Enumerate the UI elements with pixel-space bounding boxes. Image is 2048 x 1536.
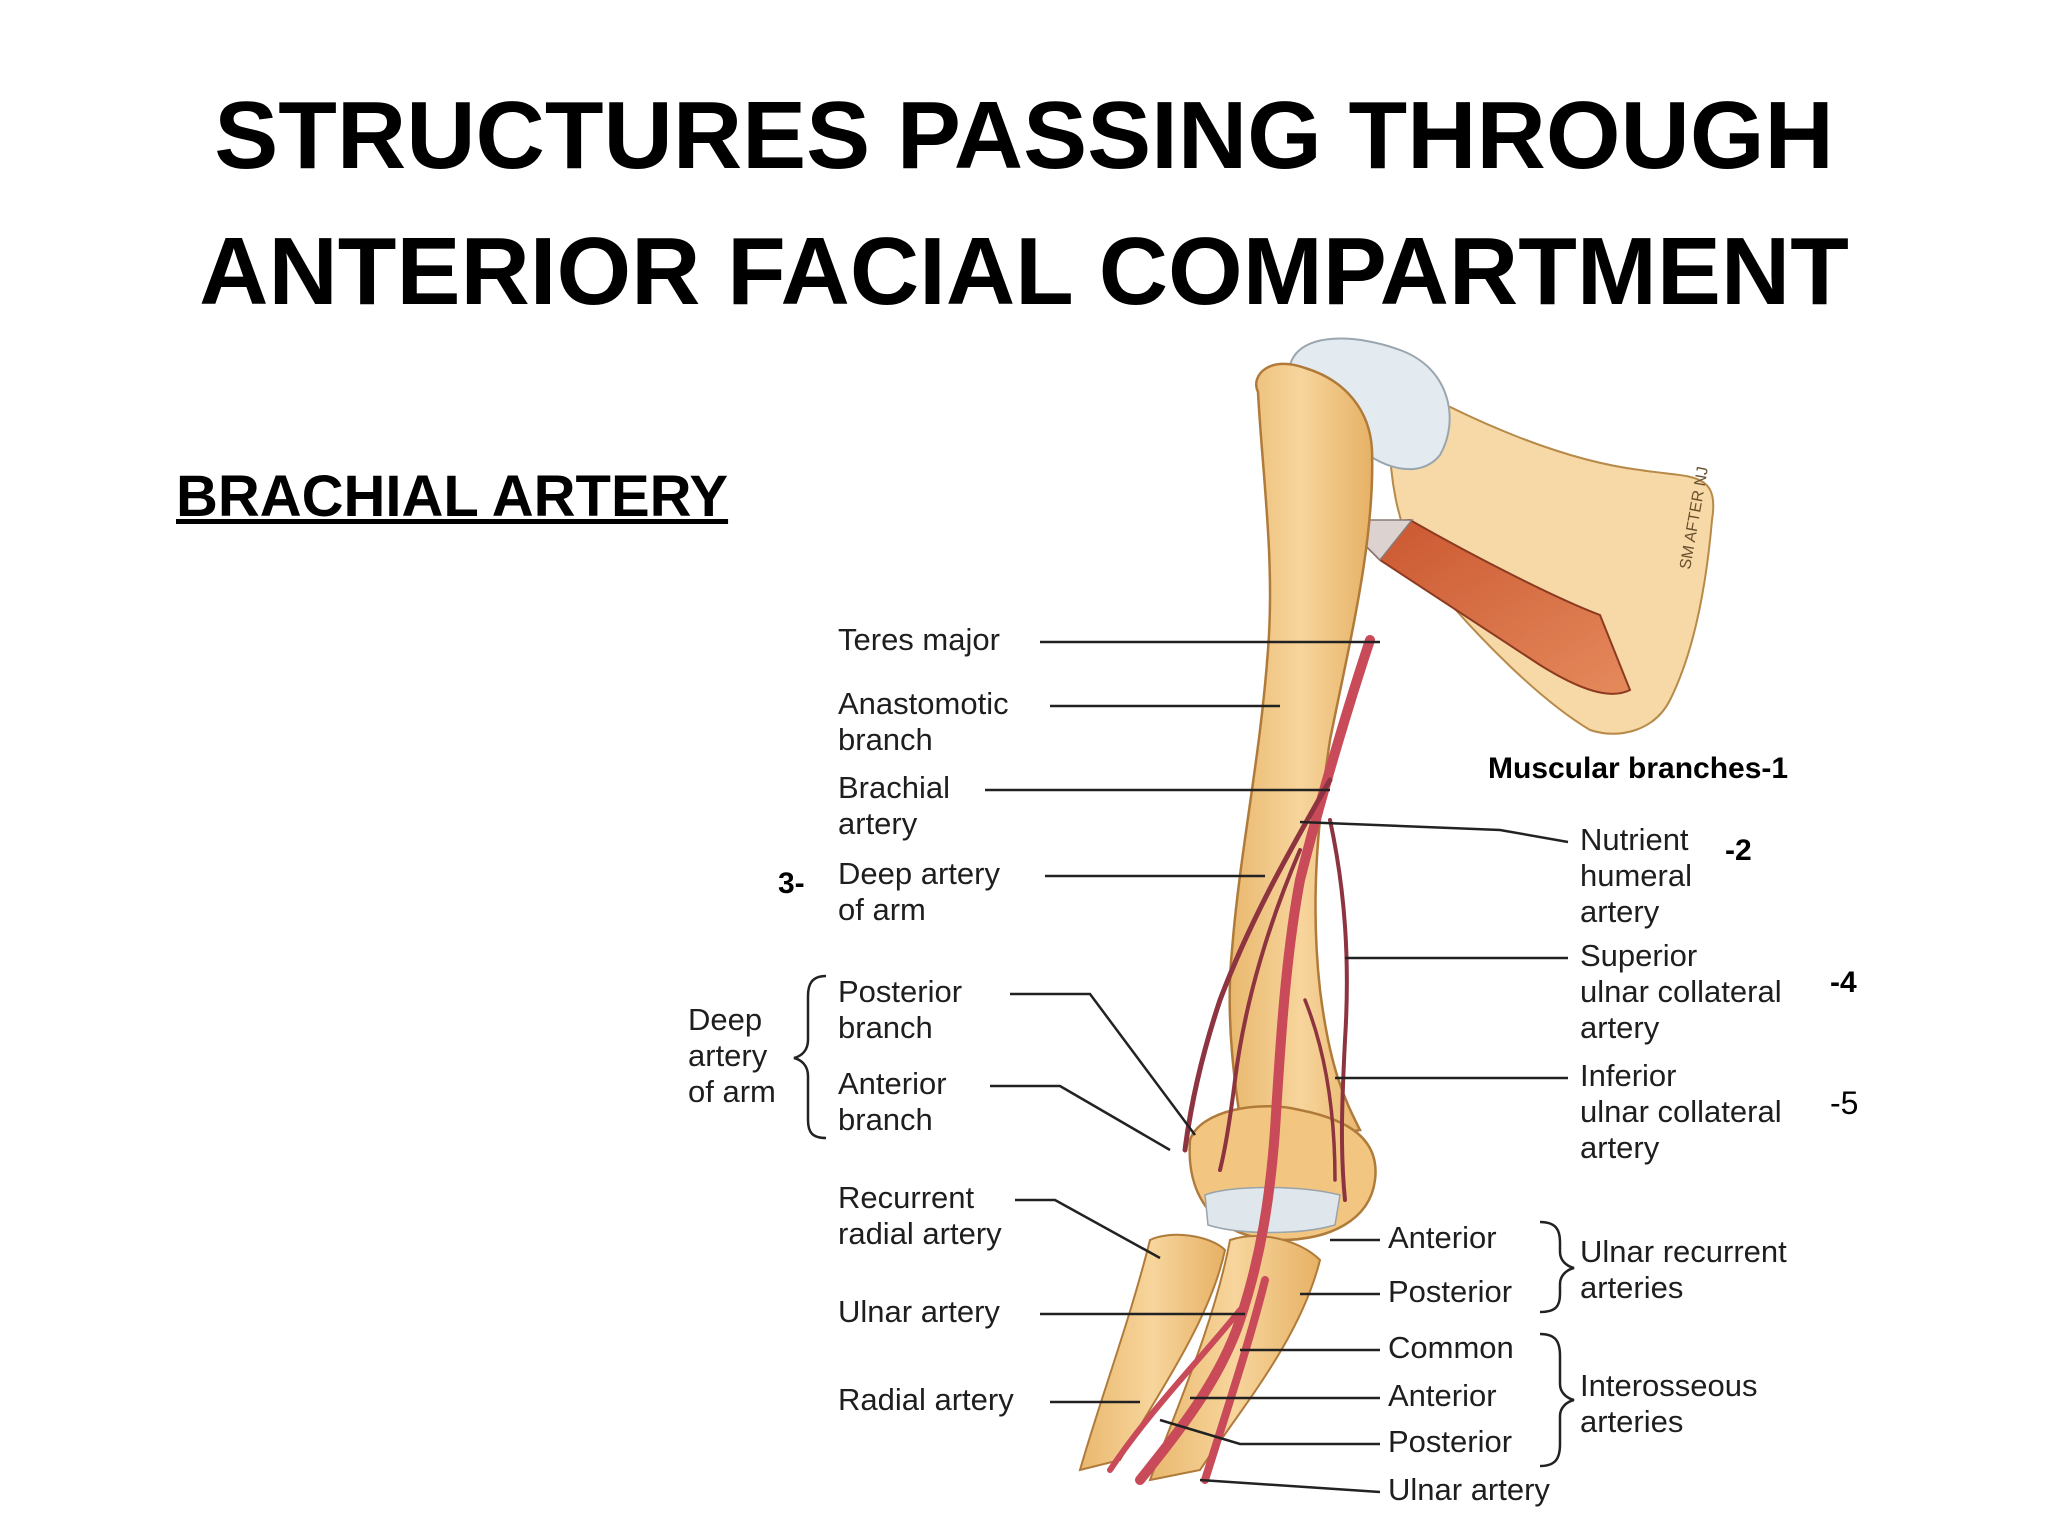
label-inferior-1: Inferior [1580, 1058, 1676, 1093]
label-anastomotic-2: branch [838, 722, 933, 757]
label-anterior-recurrent: Anterior [1388, 1220, 1497, 1255]
leader-recurrent-radial [1015, 1198, 1161, 1260]
label-teres-major: Teres major [838, 622, 1000, 657]
label-posterior-branch-2: branch [838, 1010, 933, 1045]
radial-artery-vessel [1107, 1307, 1243, 1473]
deep-artery-vessel [1182, 777, 1333, 1153]
brace-ulnar-recurrent [1539, 1220, 1575, 1314]
label-interosseous-1: Interosseous [1580, 1368, 1758, 1403]
teres-major-muscle [1342, 518, 1632, 695]
label-inferior-3: artery [1580, 1130, 1660, 1165]
label-anterior-interosseous: Anterior [1388, 1378, 1497, 1413]
label-deep-artery-1: Deep artery [838, 856, 1000, 891]
annotation-5: -5 [1830, 1085, 1858, 1121]
label-posterior-recurrent: Posterior [1388, 1274, 1512, 1309]
label-deep-group-2: artery [688, 1038, 768, 1073]
label-radial-artery: Radial artery [838, 1382, 1014, 1417]
label-ulnar-artery-left: Ulnar artery [838, 1294, 1000, 1329]
label-superior-1: Superior [1580, 938, 1697, 973]
leader-ulnar-artery-right [1199, 1478, 1381, 1494]
label-nutrient-3: artery [1580, 894, 1660, 929]
humerus [1228, 362, 1374, 1152]
label-deep-group-1: Deep [688, 1002, 762, 1037]
brace-deep-artery [793, 974, 827, 1140]
annotation-2: -2 [1725, 834, 1752, 867]
leader-nutrient [1299, 820, 1569, 844]
superior-ulnar-collateral-vessel [1328, 818, 1349, 1202]
label-superior-3: artery [1580, 1010, 1660, 1045]
label-brachial-2: artery [838, 806, 918, 841]
label-posterior-branch-1: Posterior [838, 974, 962, 1009]
label-ulnar-artery-right: Ulnar artery [1388, 1472, 1550, 1507]
label-nutrient-1: Nutrient [1580, 822, 1689, 857]
annotation-muscular-branches: Muscular branches-1 [1488, 752, 1788, 785]
leader-anterior-branch [990, 1084, 1171, 1152]
label-anterior-branch-1: Anterior [838, 1066, 947, 1101]
deep-artery-anterior-vessel [1218, 848, 1302, 1172]
subtitle-brachial-artery: BRACHIAL ARTERY [176, 464, 729, 529]
ulnar-artery-vessel [1201, 1276, 1269, 1484]
leader-posterior-branch [1010, 992, 1197, 1136]
label-common: Common [1388, 1330, 1514, 1365]
radius [1078, 1233, 1227, 1472]
label-recurrent-radial-1: Recurrent [838, 1180, 974, 1215]
label-deep-group-3: of arm [688, 1074, 776, 1109]
elbow-cartilage [1204, 1186, 1341, 1234]
inferior-ulnar-collateral-vessel [1303, 998, 1337, 1182]
brace-interosseous [1539, 1332, 1575, 1468]
label-posterior-interosseous: Posterior [1388, 1424, 1512, 1459]
label-anterior-branch-2: branch [838, 1102, 933, 1137]
label-brachial-1: Brachial [838, 770, 950, 805]
title-line-1: STRUCTURES PASSING THROUGH [214, 82, 1834, 189]
title-line-2: ANTERIOR FACIAL COMPARTMENT [199, 218, 1849, 325]
label-superior-2: ulnar collateral [1580, 974, 1782, 1009]
label-ulnar-recurrent-2: arteries [1580, 1270, 1683, 1305]
annotation-4: -4 [1830, 966, 1857, 999]
label-anastomotic-1: Anastomotic [838, 686, 1009, 721]
label-nutrient-2: humeral [1580, 858, 1692, 893]
annotation-3: 3- [778, 867, 805, 900]
label-ulnar-recurrent-1: Ulnar recurrent [1580, 1234, 1787, 1269]
label-interosseous-2: arteries [1580, 1404, 1683, 1439]
label-deep-artery-2: of arm [838, 892, 926, 927]
label-recurrent-radial-2: radial artery [838, 1216, 1002, 1251]
label-inferior-2: ulnar collateral [1580, 1094, 1782, 1129]
leader-posterior-interosseous [1159, 1418, 1380, 1446]
slide-title: STRUCTURES PASSING THROUGH ANTERIOR FACI… [0, 68, 2048, 340]
